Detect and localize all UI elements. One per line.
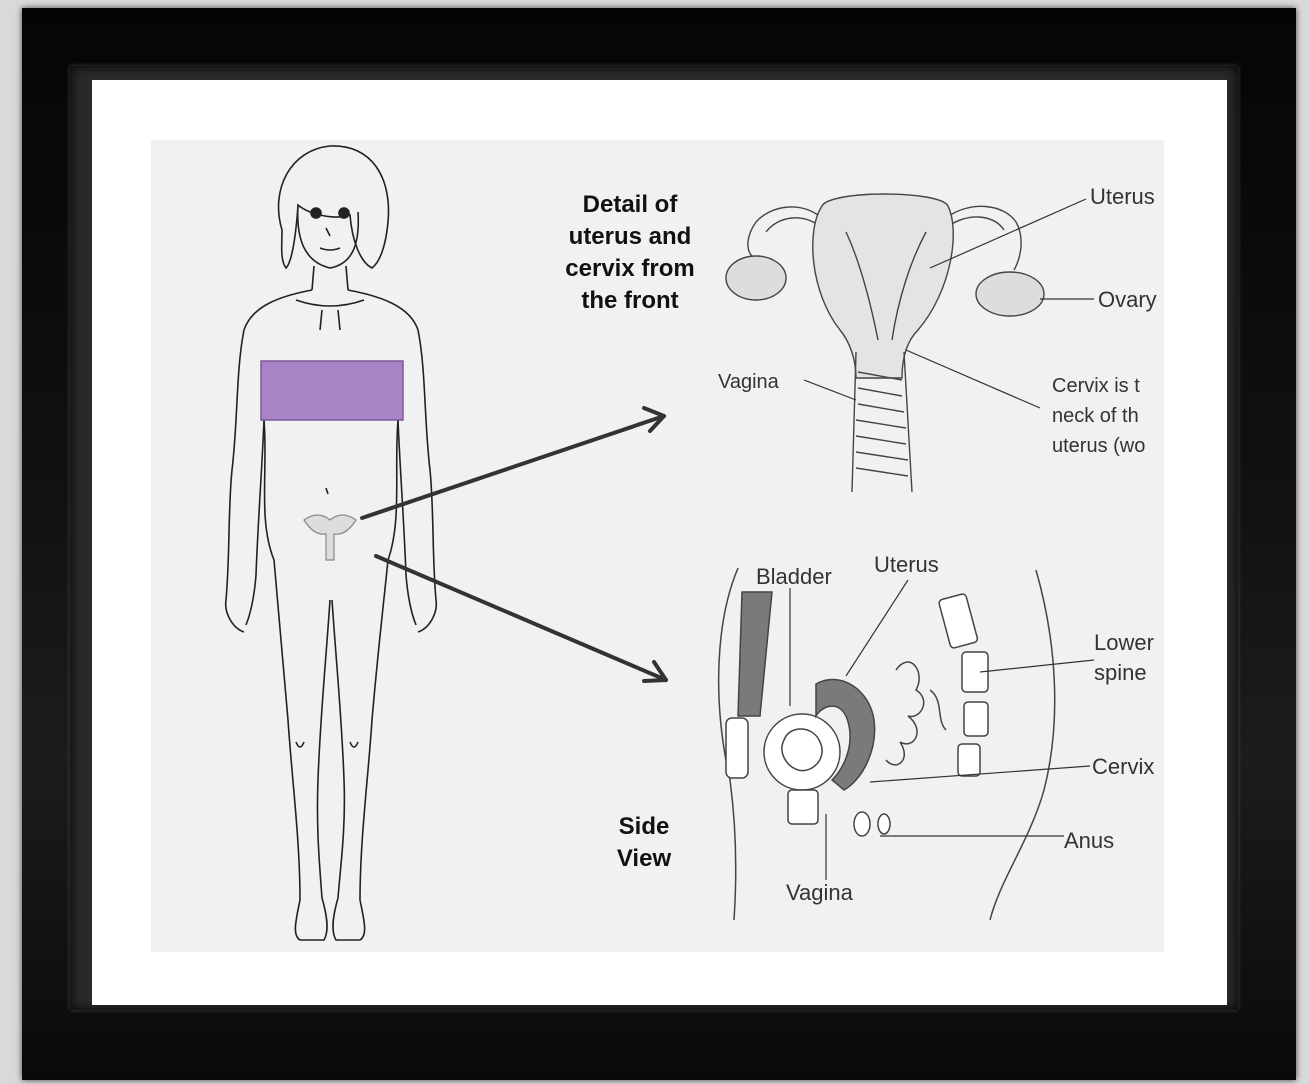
- arrow-to-front-detail: [362, 416, 664, 518]
- label-cervix-side: Cervix: [1092, 754, 1154, 779]
- label-cervix-front-2: neck of th: [1052, 405, 1139, 427]
- front-detail-title: Detail of uterus and cervix from the fro…: [565, 191, 694, 314]
- front-title-line-4: the front: [581, 287, 678, 314]
- arrow-to-side-view: [376, 556, 666, 680]
- pointer-arrows: [362, 408, 666, 681]
- label-ovary: Ovary: [1098, 287, 1157, 312]
- label-cervix-front-3: uterus (wo: [1052, 435, 1145, 457]
- label-uterus-front: Uterus: [1090, 184, 1155, 209]
- label-cervix-front-1: Cervix is t: [1052, 375, 1140, 397]
- side-view-title: Side View: [617, 813, 672, 872]
- front-title-line-1: Detail of: [583, 191, 679, 218]
- label-vagina-side: Vagina: [786, 880, 854, 905]
- diagram-image: Detail of uterus and cervix from the fro…: [151, 140, 1164, 952]
- label-lower-spine-1: Lower: [1094, 630, 1154, 655]
- label-vagina-front: Vagina: [718, 371, 780, 393]
- anatomy-diagram: Detail of uterus and cervix from the fro…: [151, 140, 1164, 952]
- side-view-drawing: [719, 568, 1055, 920]
- censor-block: [261, 361, 403, 420]
- label-anus: Anus: [1064, 828, 1114, 853]
- label-uterus-side: Uterus: [874, 552, 939, 577]
- side-title-line-1: Side: [619, 813, 670, 840]
- side-title-line-2: View: [617, 845, 672, 872]
- label-bladder: Bladder: [756, 564, 832, 589]
- label-lower-spine-2: spine: [1094, 660, 1147, 685]
- body-organ-sketch: [304, 515, 356, 560]
- front-title-line-2: uterus and: [569, 223, 692, 250]
- front-title-line-3: cervix from: [565, 255, 694, 282]
